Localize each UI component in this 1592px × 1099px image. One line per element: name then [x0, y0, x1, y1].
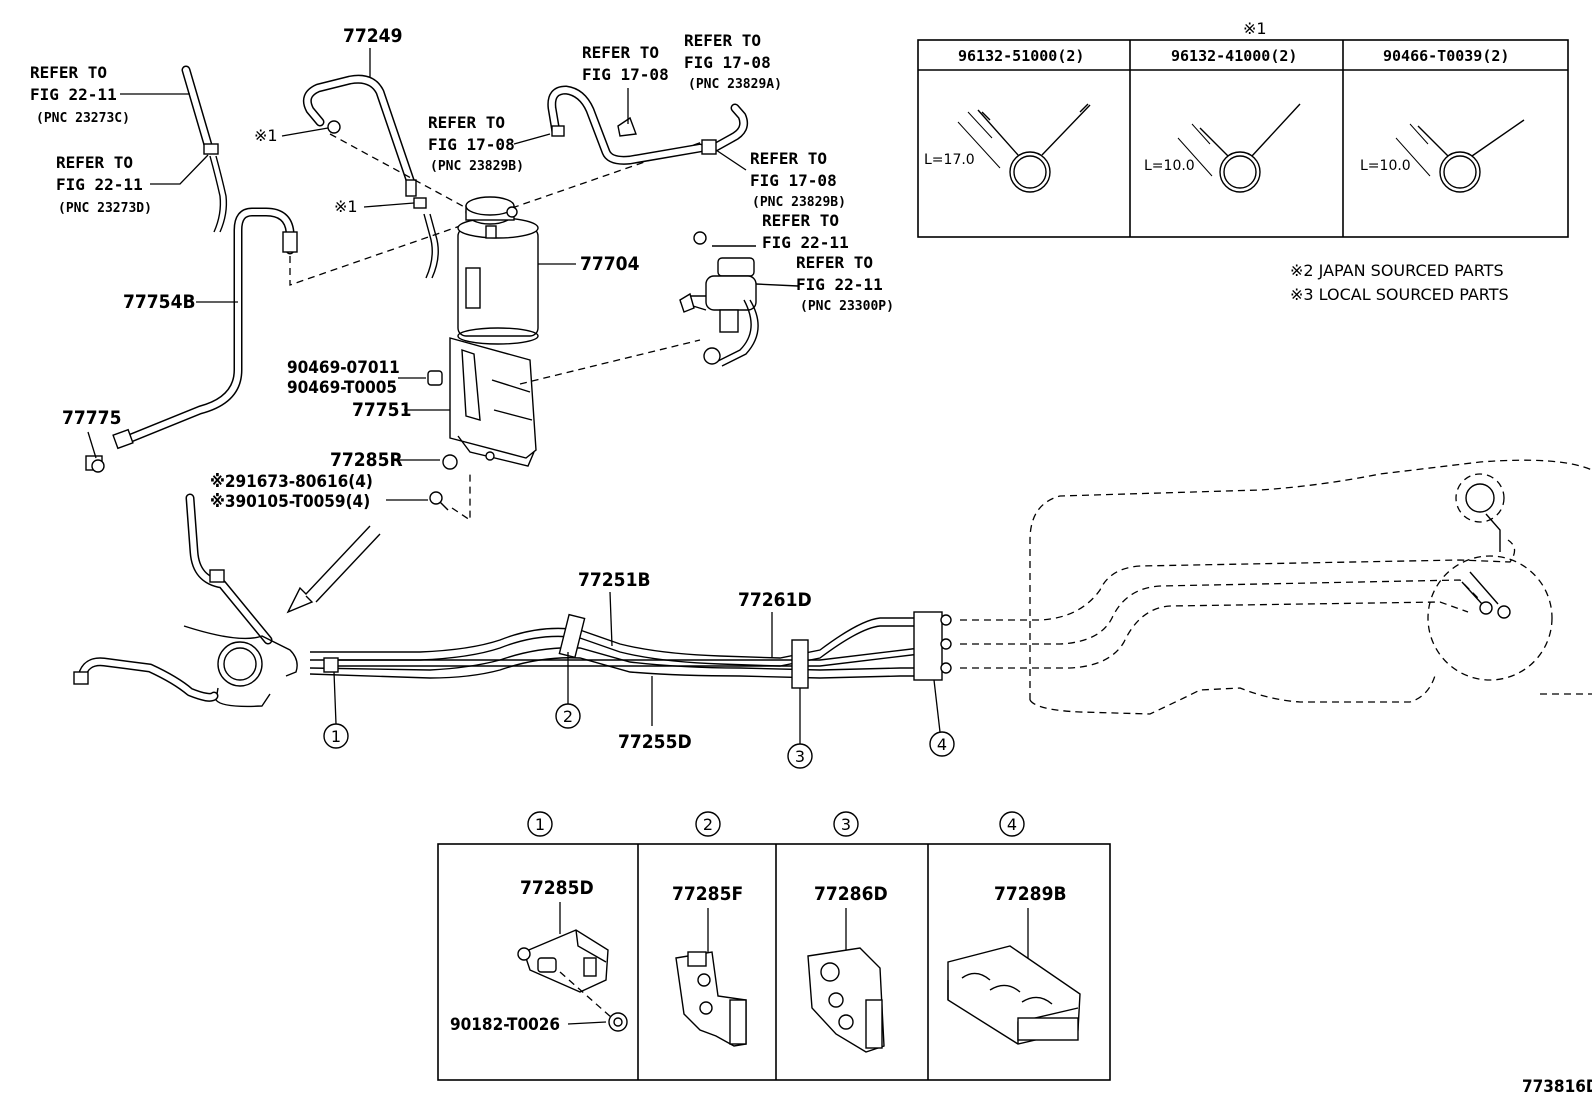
label-90469-T0005: 90469-T0005 — [287, 378, 397, 398]
label-77704: 77704 — [580, 253, 640, 275]
detail-head-3: 3 — [833, 811, 859, 837]
ref-8-line2: FIG 22-11 — [796, 275, 883, 294]
ref-8-line1: REFER TO — [796, 253, 873, 272]
spring-clip-2-icon — [1177, 103, 1301, 193]
ref-5-line3: (PNC 23829A) — [688, 77, 782, 92]
diagram-id: 773816D — [1522, 1077, 1592, 1097]
direction-arrow-icon — [286, 525, 381, 614]
nut-90182-icon — [608, 1012, 628, 1032]
clip-table-frame — [917, 39, 1569, 238]
svg-text:4: 4 — [937, 735, 947, 754]
ref-4-line2: FIG 17-08 — [582, 65, 669, 84]
grommet-icon — [427, 370, 443, 386]
note-japan: ※2 JAPAN SOURCED PARTS — [1290, 261, 1504, 280]
detail-4-part: 77289B — [994, 883, 1067, 905]
connector-77775-icon — [85, 455, 105, 473]
clip-x1-b-icon — [413, 197, 427, 209]
callout-4: 4 — [929, 679, 955, 757]
ref-3-line1: REFER TO — [428, 113, 505, 132]
fuel-lines — [73, 493, 952, 708]
svg-text:3: 3 — [795, 747, 805, 766]
label-77249: 77249 — [343, 25, 402, 47]
clip-col-3-part: 90466-T0039(2) — [1383, 47, 1509, 65]
ref-3-line2: FIG 17-08 — [428, 135, 515, 154]
clip-col-1-part: 96132-51000(2) — [958, 47, 1084, 65]
detail-head-1: 1 — [527, 811, 553, 837]
mark-x1-a: ※1 — [254, 126, 278, 145]
label-77754B: 77754B — [123, 291, 196, 313]
clamp-77285F-icon — [675, 951, 747, 1047]
canister-77704 — [457, 196, 539, 345]
hose-77754B — [112, 207, 298, 450]
detail-table: 1 2 3 4 77285D 90182-T0026 77285F — [437, 811, 1111, 1081]
ref-2-line2: FIG 22-11 — [56, 175, 143, 194]
ref-5-line1: REFER TO — [684, 31, 761, 50]
ref-4-line1: REFER TO — [582, 43, 659, 62]
ref-1-line3: (PNC 23273C) — [36, 111, 130, 126]
clip-col-2-dim: L=10.0 — [1144, 158, 1195, 174]
ref-6-line2: FIG 17-08 — [750, 171, 837, 190]
fuel-tank-outline — [960, 459, 1592, 715]
svg-text:1: 1 — [331, 727, 341, 746]
svg-text:2: 2 — [563, 707, 573, 726]
detail-head-2: 2 — [695, 811, 721, 837]
svg-text:1: 1 — [535, 815, 545, 834]
ref-3-line3: (PNC 23829B) — [430, 159, 524, 174]
label-77775: 77775 — [62, 407, 121, 429]
ref-7-line1: REFER TO — [762, 211, 839, 230]
filter-23300P — [679, 231, 799, 367]
ref-2-line3: (PNC 23273D) — [58, 201, 152, 216]
label-77255D: 77255D — [618, 731, 692, 753]
detail-3-part: 77286D — [814, 883, 888, 905]
clamp-77289B-icon — [947, 945, 1081, 1045]
clip-col-1-dim: L=17.0 — [924, 152, 975, 168]
detail-table-frame — [437, 843, 1111, 1081]
ref-7-line2: FIG 22-11 — [762, 233, 849, 252]
mark-x1-b: ※1 — [334, 197, 358, 216]
nut-icon — [442, 454, 458, 470]
clip-x1-a-icon — [327, 120, 341, 134]
ref-1-line2: FIG 22-11 — [30, 85, 117, 104]
callout-1: 1 — [323, 671, 349, 749]
ref-6-line1: REFER TO — [750, 149, 827, 168]
callout-3: 3 — [787, 688, 813, 769]
clip-col-3-dim: L=10.0 — [1360, 158, 1411, 174]
label-91673-80616: ※291673-80616(4) — [210, 472, 373, 492]
label-77751: 77751 — [352, 399, 411, 421]
bracket-77751 — [449, 337, 537, 467]
ref-6-line3: (PNC 23829B) — [752, 195, 846, 210]
hose-left-upper — [181, 65, 228, 233]
detail-1-sub: 90182-T0026 — [450, 1015, 560, 1035]
hose-23829 — [547, 85, 749, 165]
clip-table: ※1 96132-51000(2) 96132-41000(2) 90466-T… — [917, 19, 1569, 238]
detail-head-4: 4 — [999, 811, 1025, 837]
spring-clip-1-icon — [957, 103, 1091, 193]
label-77251B: 77251B — [578, 569, 651, 591]
label-90469-07011: 90469-07011 — [287, 358, 400, 378]
detail-2-part: 77285F — [672, 883, 743, 905]
ref-8-line3: (PNC 23300P) — [800, 299, 894, 314]
ref-5-line2: FIG 17-08 — [684, 53, 771, 72]
note-local: ※3 LOCAL SOURCED PARTS — [1290, 285, 1509, 304]
label-77261D: 77261D — [738, 589, 812, 611]
hose-77249 — [302, 74, 417, 197]
clip-col-2-part: 96132-41000(2) — [1171, 47, 1297, 65]
label-77285R: 77285R — [330, 449, 403, 471]
clip-table-title: ※1 — [1243, 19, 1267, 38]
svg-text:2: 2 — [703, 815, 713, 834]
bolt-icon — [429, 491, 449, 511]
spring-clip-3-icon — [1395, 119, 1525, 193]
svg-text:3: 3 — [841, 815, 851, 834]
clamp-77285D-icon — [517, 929, 609, 993]
label-90105-T0059: ※390105-T0059(4) — [210, 492, 370, 512]
ref-2-line1: REFER TO — [56, 153, 133, 172]
ref-1-line1: REFER TO — [30, 63, 107, 82]
svg-text:4: 4 — [1007, 815, 1017, 834]
clamp-77286D-icon — [807, 947, 885, 1053]
detail-1-part: 77285D — [520, 877, 594, 899]
callout-2: 2 — [555, 652, 581, 729]
